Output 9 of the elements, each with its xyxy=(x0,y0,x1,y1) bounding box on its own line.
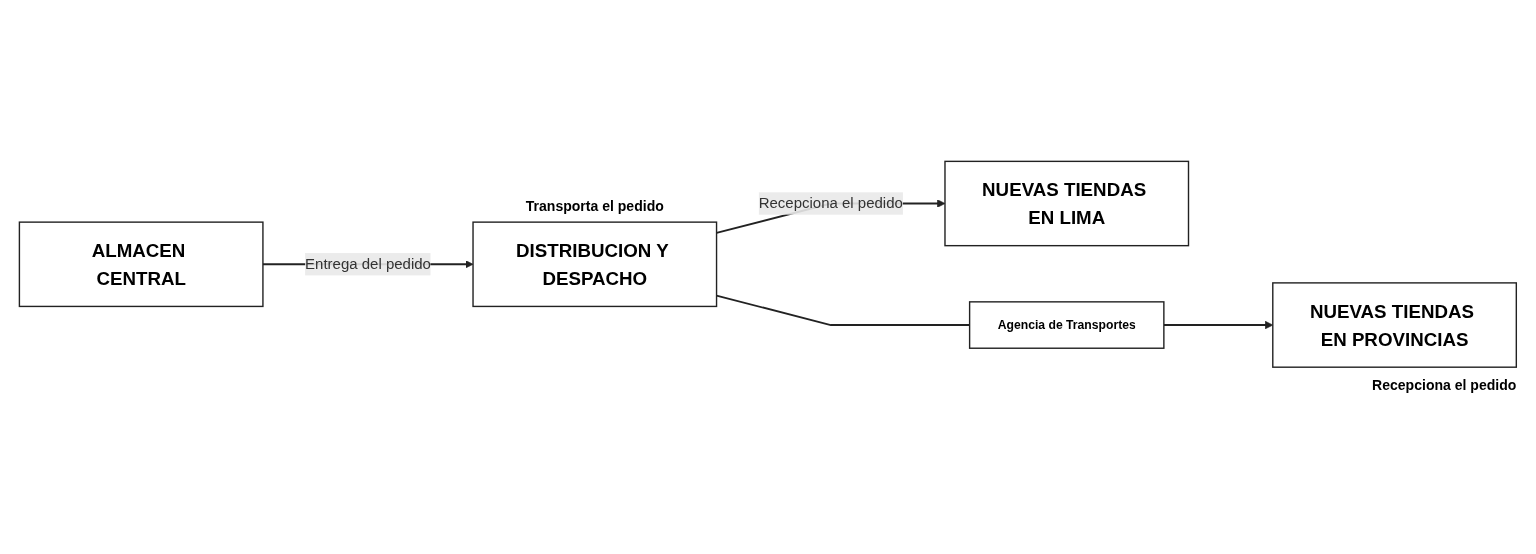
node-box: DISTRIBUCION Y DESPACHO xyxy=(472,221,718,308)
node-caption: Recepciona el pedido xyxy=(1372,376,1517,393)
node-box: NUEVAS TIENDAS EN PROVINCIAS xyxy=(1272,282,1517,368)
node-box: ALMACEN CENTRAL xyxy=(18,221,264,308)
node-box: Agencia de Transportes xyxy=(968,301,1165,349)
node-caption: Transporta el pedido xyxy=(525,197,664,214)
node-box: NUEVAS TIENDAS EN LIMA xyxy=(944,160,1190,247)
edge-label: Recepciona el pedido xyxy=(758,195,903,212)
edge-label: Entrega del pedido xyxy=(305,255,431,272)
